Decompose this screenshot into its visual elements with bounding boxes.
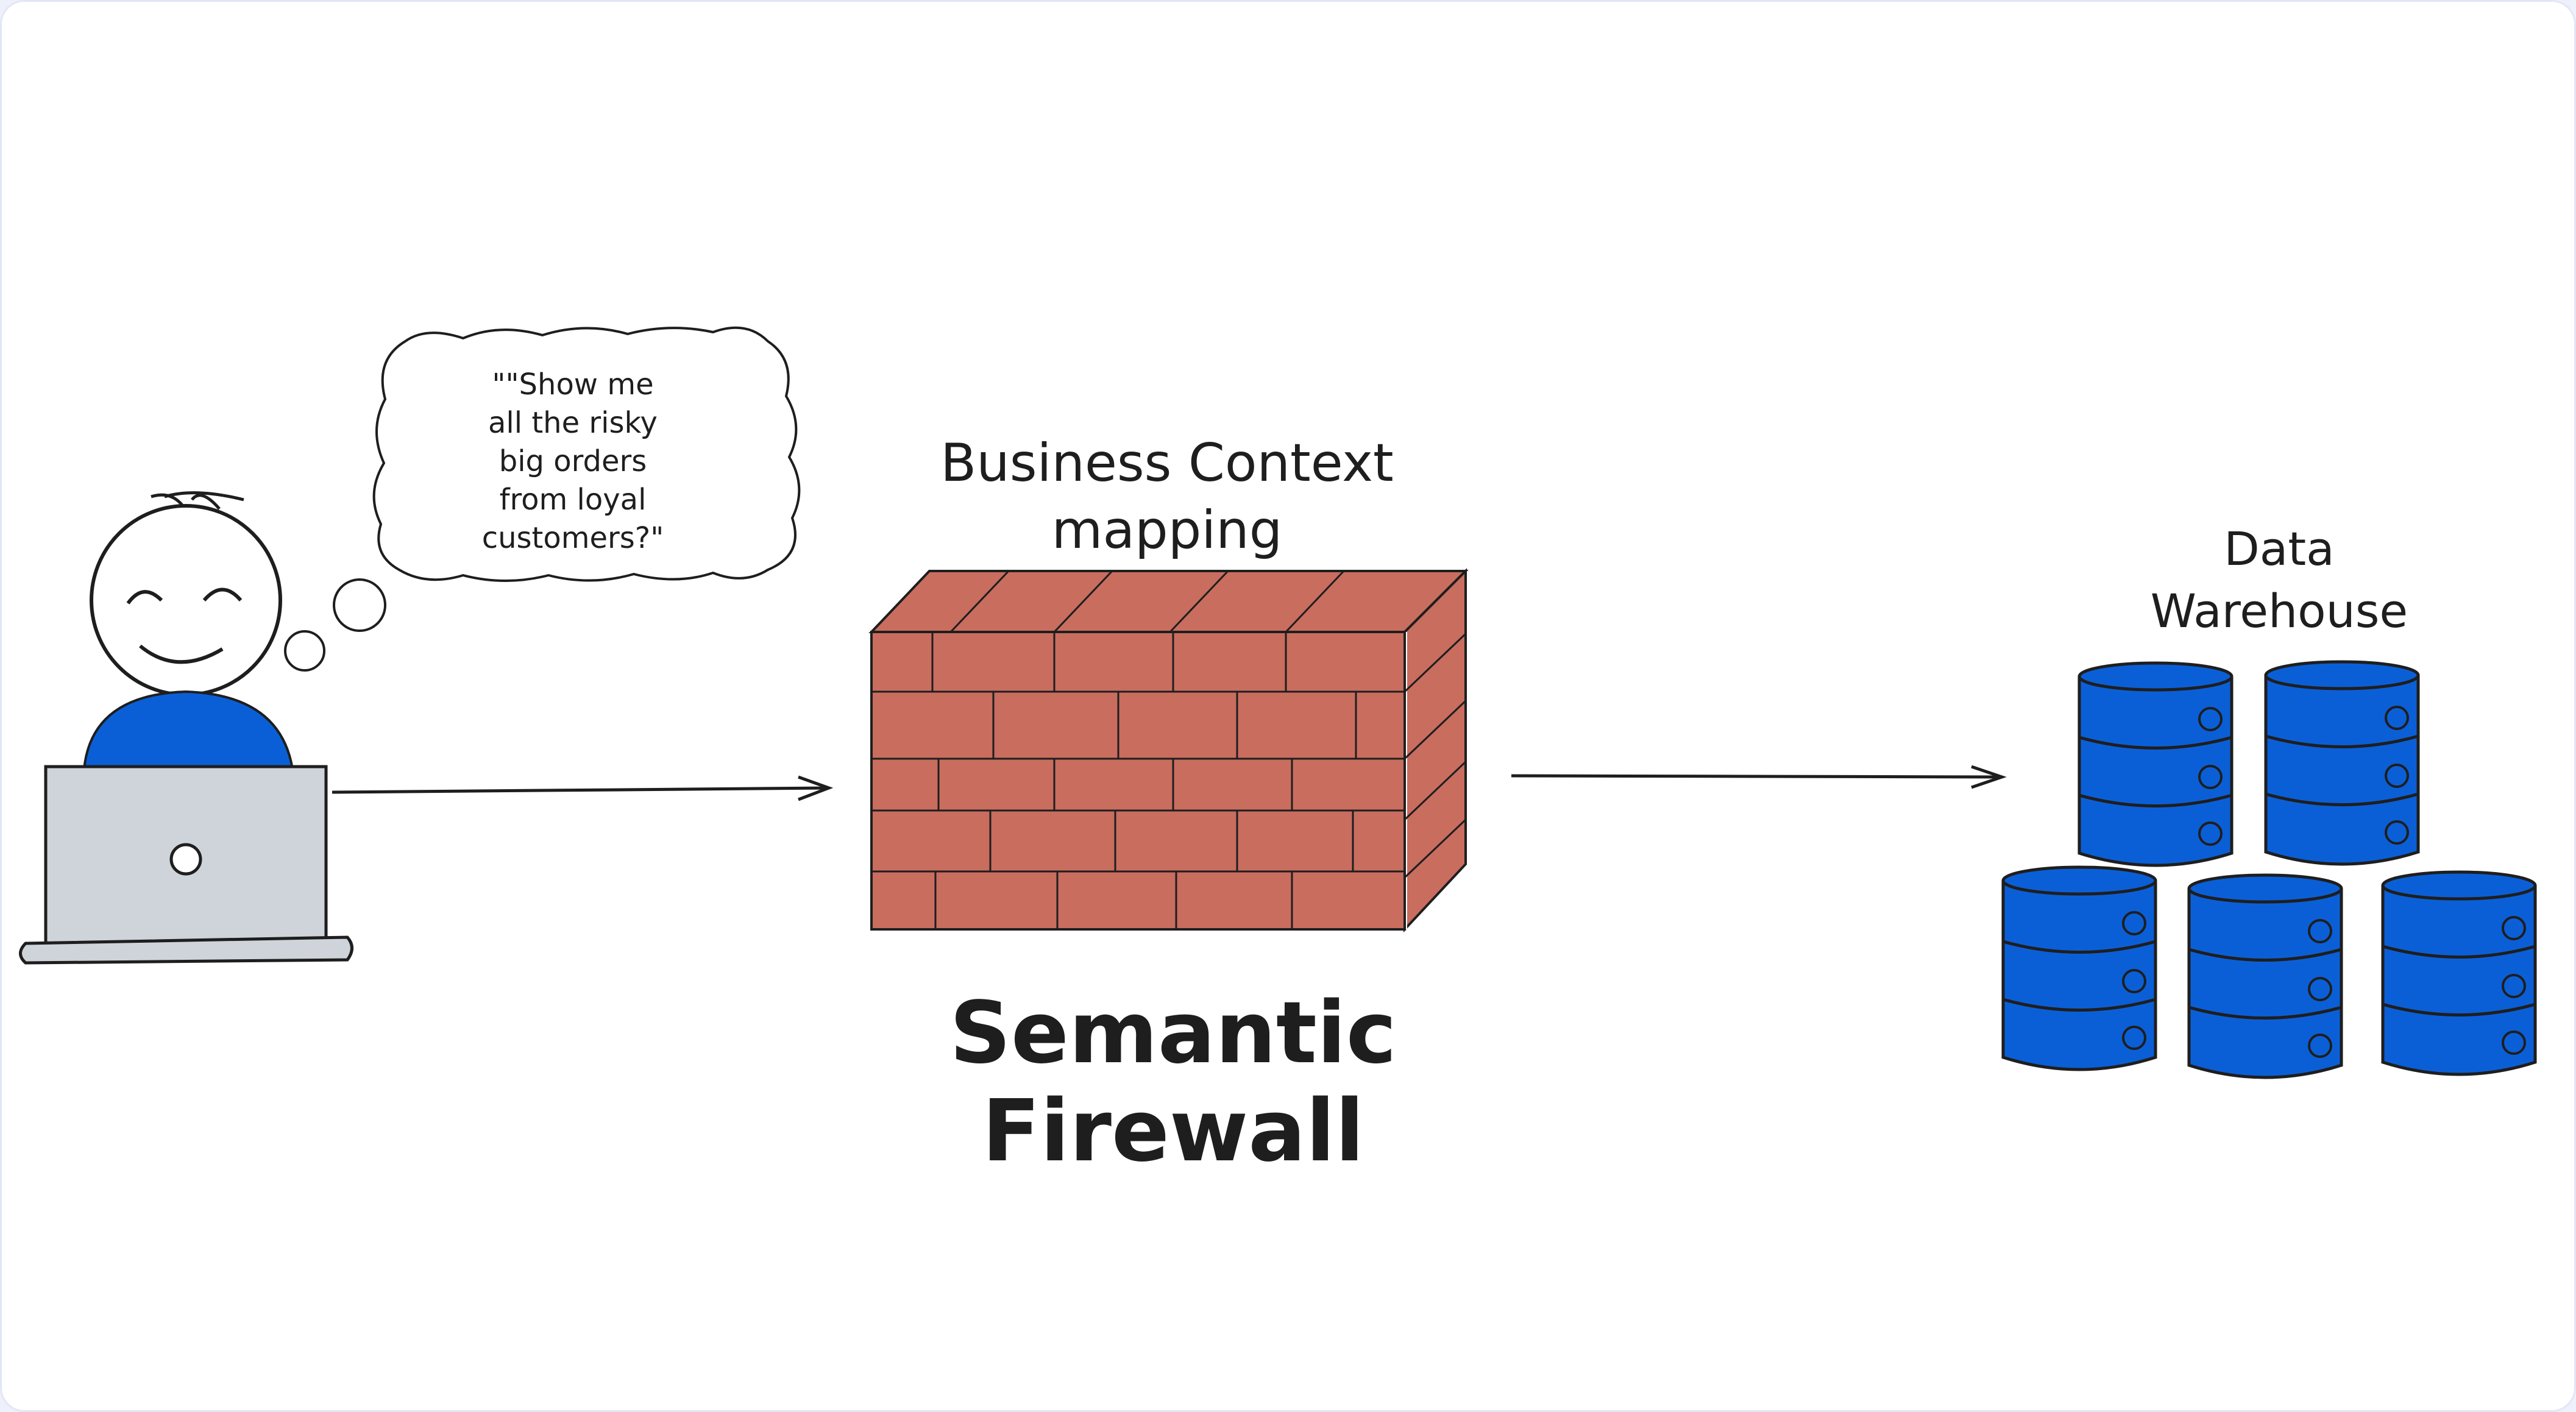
laptop [19, 765, 353, 965]
thought-bubble [284, 326, 801, 672]
arrow-firewall-to-warehouse [1511, 765, 2007, 789]
business-context-label: Business Context mapping [940, 433, 1394, 561]
user-head [90, 504, 282, 697]
database-icon [2079, 663, 2232, 865]
thought-bubble-text: ""Show me all the risky big orders from … [481, 367, 664, 555]
data-warehouse-label: Data Warehouse [2150, 522, 2408, 638]
semantic-firewall-caption: Semantic Firewall [949, 984, 1397, 1181]
laptop-logo-icon [169, 843, 202, 876]
laptop-base [19, 935, 353, 965]
database-icon [2189, 875, 2341, 1077]
database-icon [2383, 872, 2535, 1074]
database-icon [2266, 662, 2418, 864]
brick-wall [868, 568, 1469, 933]
user-body [82, 690, 294, 770]
database-icon [2003, 867, 2156, 1070]
arrow-user-to-firewall [332, 775, 834, 801]
user-figure [82, 491, 294, 770]
data-warehouse-stack [2003, 662, 2535, 1077]
